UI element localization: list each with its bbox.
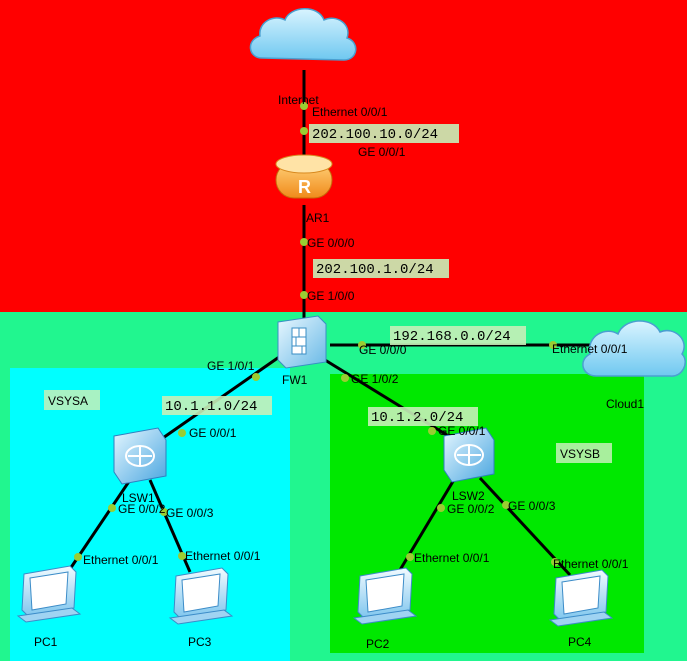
port-label: GE 0/0/3 [166, 506, 214, 520]
port-dot [178, 429, 186, 437]
port-dot [341, 374, 349, 382]
port-label: Ethernet 0/0/1 [312, 105, 388, 119]
fw1-label: FW1 [282, 373, 308, 387]
port-dot [551, 558, 559, 566]
port-label: GE 0/0/2 [447, 502, 495, 516]
cloud-icon [582, 320, 686, 377]
port-label: Ethernet 0/0/1 [552, 342, 628, 356]
pc-icon [16, 565, 82, 623]
port-label: GE 0/0/3 [508, 499, 556, 513]
port-label: Ethernet 0/0/1 [83, 553, 159, 567]
port-dot [108, 504, 116, 512]
port-label: GE 1/0/0 [307, 289, 355, 303]
pc3-label: PC3 [188, 635, 212, 649]
port-dot [300, 238, 308, 246]
pc3[interactable]: PC3 [168, 567, 234, 649]
lsw2-label: LSW2 [452, 489, 485, 503]
fw1-firewall[interactable]: FW1 [277, 315, 327, 387]
port-label: GE 0/0/2 [118, 502, 166, 516]
port-label: GE 0/0/1 [358, 145, 406, 159]
pc4-label: PC4 [568, 635, 592, 649]
svg-text:R: R [298, 177, 311, 197]
port-label: GE 0/0/1 [438, 424, 486, 438]
port-label: GE 1/0/1 [207, 359, 255, 373]
pc1-label: PC1 [34, 635, 58, 649]
port-dot [358, 341, 366, 349]
switch-icon [113, 427, 167, 485]
port-dot [300, 102, 308, 110]
port-label: GE 0/0/1 [189, 426, 237, 440]
vsysa-label: VSYSA [48, 394, 88, 408]
port-label: Ethernet 0/0/1 [553, 557, 629, 571]
pc-icon [352, 567, 418, 625]
firewall-icon [277, 315, 327, 369]
port-dot [252, 373, 260, 381]
port-label: Ethernet 0/0/1 [414, 551, 490, 565]
internet-cloud[interactable]: Internet [249, 8, 357, 107]
ar1-router[interactable]: R AR1 [275, 154, 333, 225]
port-dot [160, 508, 168, 516]
network-label: 10.1.2.0/24 [371, 410, 463, 426]
port-dot [300, 291, 308, 299]
port-dot [406, 553, 414, 561]
pc2[interactable]: PC2 [352, 567, 418, 651]
port-label: GE 1/0/2 [351, 372, 399, 386]
port-label: GE 0/0/0 [307, 236, 355, 250]
port-dot [549, 341, 557, 349]
network-label: 10.1.1.0/24 [165, 399, 257, 415]
pc2-label: PC2 [366, 637, 390, 651]
port-dot [300, 127, 308, 135]
port-dot [437, 504, 445, 512]
router-icon: R [275, 154, 333, 199]
network-labels: 202.100.10.0/24 202.100.1.0/24 192.168.0… [162, 124, 526, 426]
lsw2-switch[interactable]: LSW2 [443, 427, 495, 503]
port-labels: Ethernet 0/0/1 GE 0/0/1 GE 0/0/0 GE 1/0/… [83, 105, 629, 571]
port-dots [74, 102, 559, 566]
pc4[interactable]: PC4 [548, 569, 614, 649]
port-label: Ethernet 0/0/1 [185, 549, 261, 563]
port-dot [428, 427, 436, 435]
port-dot [74, 553, 82, 561]
cloud1-label: Cloud1 [606, 397, 644, 411]
network-label: 202.100.1.0/24 [316, 262, 434, 278]
network-label: 192.168.0.0/24 [393, 329, 511, 345]
zone-labels: VSYSA VSYSB [44, 390, 612, 463]
ar1-label: AR1 [306, 211, 330, 225]
port-label: GE 0/0/0 [359, 343, 407, 357]
pc-icon [168, 567, 234, 625]
vsysb-label: VSYSB [560, 447, 600, 461]
pc-icon [548, 569, 614, 627]
link-fw1-lsw2 [324, 358, 456, 442]
network-label: 202.100.10.0/24 [312, 127, 438, 143]
pc1[interactable]: PC1 [16, 565, 82, 649]
port-dot [502, 501, 510, 509]
switch-icon [443, 427, 495, 483]
internet-label: Internet [278, 93, 319, 107]
lsw1-switch[interactable]: LSW1 [113, 427, 167, 505]
cloud1[interactable]: Cloud1 [582, 320, 686, 411]
lsw1-label: LSW1 [122, 491, 155, 505]
cloud-icon [249, 8, 357, 61]
port-dot [178, 552, 186, 560]
